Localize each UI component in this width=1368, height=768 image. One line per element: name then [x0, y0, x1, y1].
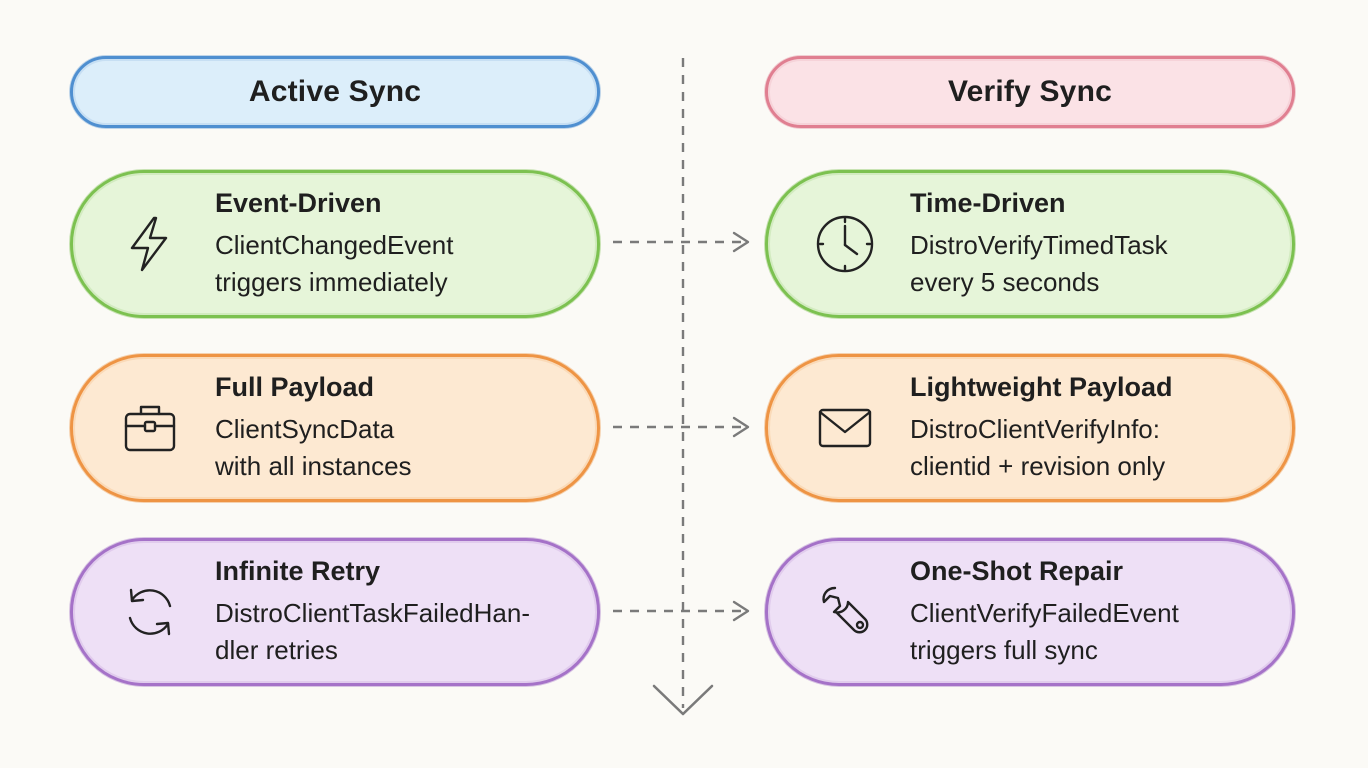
- briefcase-icon: [115, 393, 185, 463]
- card-full-payload: Full Payload ClientSyncData with all ins…: [70, 354, 600, 502]
- row-arrow-3: [613, 600, 750, 622]
- row-arrow-2: [613, 416, 750, 438]
- envelope-icon: [810, 393, 880, 463]
- card-title: Time-Driven: [910, 187, 1066, 218]
- card-line: ClientSyncData: [215, 413, 395, 444]
- card-infinite-retry: Infinite Retry DistroClientTaskFailedHan…: [70, 538, 600, 686]
- divider-arrowhead-icon: [652, 684, 714, 716]
- arrowhead-icon: [732, 600, 750, 622]
- card-title: Infinite Retry: [215, 555, 381, 586]
- header-active-sync: Active Sync: [70, 56, 600, 128]
- card-title: One-Shot Repair: [910, 555, 1124, 586]
- card-line: ClientChangedEvent: [215, 229, 454, 260]
- card-one-shot-repair: One-Shot Repair ClientVerifyFailedEvent …: [765, 538, 1295, 686]
- card-line: every 5 seconds: [910, 266, 1100, 297]
- card-line: triggers full sync: [910, 634, 1098, 665]
- card-line: ClientVerifyFailedEvent: [910, 597, 1179, 628]
- card-line: DistroClientVerifyInfo:: [910, 413, 1160, 444]
- row-arrow-1: [613, 231, 750, 253]
- header-verify-sync-label: Verify Sync: [948, 75, 1112, 108]
- card-line: dler retries: [215, 634, 338, 665]
- center-divider: [652, 58, 714, 716]
- refresh-icon: [115, 577, 185, 647]
- wrench-icon: [810, 577, 880, 647]
- arrowhead-icon: [732, 231, 750, 253]
- card-title: Full Payload: [215, 371, 375, 402]
- card-line: with all instances: [215, 450, 412, 481]
- lightning-icon: [115, 209, 185, 279]
- card-line: clientid + revision only: [910, 450, 1166, 481]
- card-title: Event-Driven: [215, 187, 382, 218]
- clock-icon: [810, 209, 880, 279]
- card-time-driven: Time-Driven DistroVerifyTimedTask every …: [765, 170, 1295, 318]
- card-event-driven: Event-Driven ClientChangedEvent triggers…: [70, 170, 600, 318]
- card-line: DistroClientTaskFailedHan-: [215, 597, 530, 628]
- card-line: triggers immediately: [215, 266, 448, 297]
- card-lightweight-payload: Lightweight Payload DistroClientVerifyIn…: [765, 354, 1295, 502]
- header-active-sync-label: Active Sync: [248, 75, 422, 108]
- arrowhead-icon: [732, 416, 750, 438]
- header-verify-sync: Verify Sync: [765, 56, 1295, 128]
- card-title: Lightweight Payload: [910, 371, 1173, 402]
- card-line: DistroVerifyTimedTask: [910, 229, 1168, 260]
